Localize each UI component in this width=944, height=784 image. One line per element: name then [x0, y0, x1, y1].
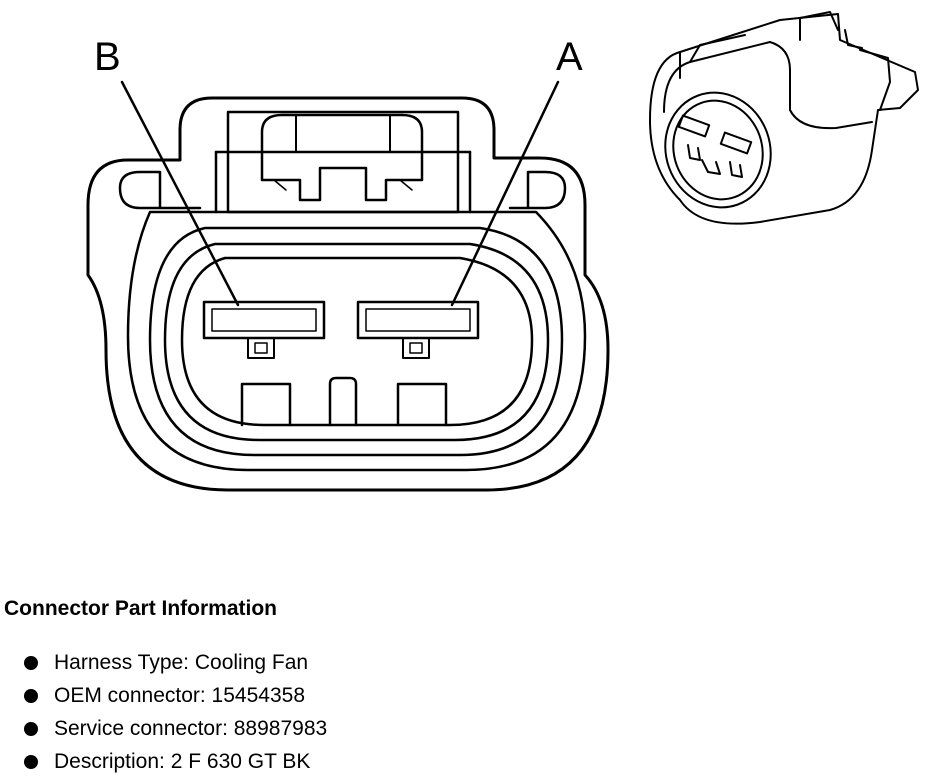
- service-connector-text: Service connector: 88987983: [54, 717, 328, 740]
- harness-type-text: Harness Type: Cooling Fan: [54, 651, 309, 674]
- info-title: Connector Part Information: [4, 597, 278, 620]
- callout-line-a: [450, 80, 560, 307]
- cavity-outline: [180, 256, 534, 427]
- bullet-icon: [24, 722, 38, 736]
- info-list: Harness Type: Cooling Fan OEM connector:…: [4, 646, 604, 778]
- list-item: OEM connector: 15454358: [4, 679, 604, 712]
- callout-line-b: [120, 80, 240, 307]
- list-item: Description: 2 F 630 GT BK: [4, 745, 604, 778]
- key-slots: [240, 376, 448, 427]
- list-item: Harness Type: Cooling Fan: [4, 646, 604, 679]
- housing-outline: [86, 96, 610, 492]
- connector-part-information: Connector Part Information Harness Type:…: [4, 594, 604, 778]
- connector-face-view: [86, 80, 610, 492]
- list-item: Service connector: 88987983: [4, 712, 604, 745]
- bullet-icon: [24, 689, 38, 703]
- seal-ring-middle: [148, 226, 564, 457]
- pin-label-a: A: [556, 35, 583, 79]
- right-ear-slot: [508, 170, 567, 210]
- left-ear-slot: [118, 170, 202, 210]
- terminal-a: [356, 300, 480, 340]
- terminal-b-lock: [247, 337, 275, 359]
- bullet-icon: [24, 755, 38, 769]
- latch-tab: [260, 150, 424, 202]
- pin-label-b: B: [94, 35, 121, 79]
- seal-ring-inner: [163, 242, 550, 442]
- seal-ring-outer: [126, 210, 587, 472]
- bullet-icon: [24, 656, 38, 670]
- latch-dome: [260, 113, 424, 154]
- terminal-a-lock: [402, 337, 430, 359]
- connector-iso-view: [649, 11, 919, 225]
- description-text: Description: 2 F 630 GT BK: [54, 750, 311, 773]
- connector-diagram: B A: [86, 11, 919, 492]
- oem-connector-text: OEM connector: 15454358: [54, 684, 305, 707]
- terminal-b: [202, 300, 326, 340]
